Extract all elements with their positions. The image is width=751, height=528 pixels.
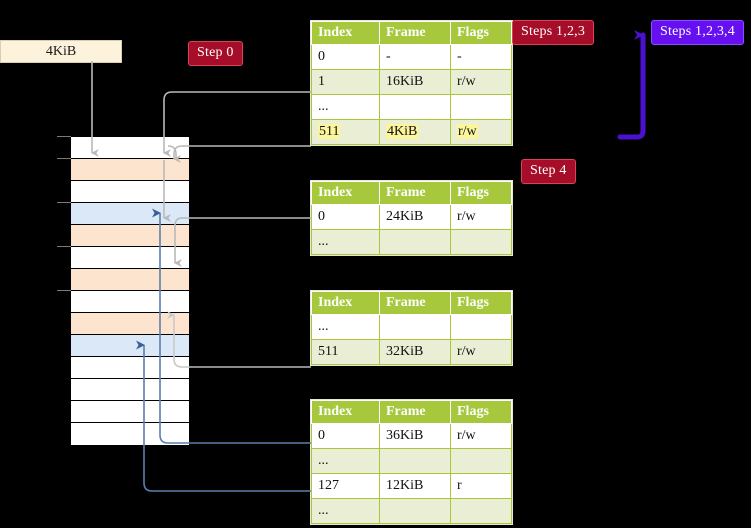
cell-flags — [450, 229, 512, 255]
cell-flags: r/w — [450, 69, 512, 95]
cell-index: ... — [311, 94, 380, 120]
memory-row — [71, 181, 189, 203]
cell-index: 1 — [311, 69, 380, 95]
cell-flags: r/w — [450, 204, 512, 230]
cell-frame: 24KiB — [379, 204, 451, 230]
memory-row-tick — [57, 290, 71, 291]
memory-row — [71, 291, 189, 313]
cell-frame: 32KiB — [379, 339, 451, 365]
cell-flags — [450, 448, 512, 474]
cell-index: ... — [311, 314, 380, 340]
memory-row — [71, 247, 189, 269]
cell-flags: r/w — [450, 339, 512, 365]
highlighted-value: 511 — [318, 124, 341, 139]
cell-index: 511 — [311, 119, 380, 145]
cell-flags: r/w — [450, 423, 512, 449]
column-header-frame: Frame — [379, 181, 451, 205]
cell-index: 0 — [311, 204, 380, 230]
badge-steps-123: Steps 1,2,3 — [512, 20, 595, 45]
cell-frame — [379, 448, 451, 474]
cell-index: 511 — [311, 339, 380, 365]
cell-frame: 16KiB — [379, 69, 451, 95]
cell-frame — [379, 229, 451, 255]
column-header-flags: Flags — [450, 400, 512, 424]
highlighted-value: r/w — [457, 124, 478, 139]
memory-row — [71, 313, 189, 335]
cell-index: 127 — [311, 473, 380, 499]
cell-flags: r/w — [450, 119, 512, 145]
cell-index: 0 — [311, 44, 380, 70]
table-row[interactable]: ... — [311, 448, 512, 474]
column-header-index: Index — [311, 291, 380, 315]
cell-flags — [450, 498, 512, 524]
memory-row — [71, 269, 189, 291]
cell-index: ... — [311, 448, 380, 474]
size-label-text: 4KiB — [45, 43, 77, 59]
cell-index: ... — [311, 229, 380, 255]
table-row[interactable]: ... — [311, 498, 512, 524]
table-row[interactable]: ... — [311, 94, 512, 120]
column-header-index: Index — [311, 21, 380, 45]
column-header-flags: Flags — [450, 291, 512, 315]
table-row[interactable]: 511 4KiB r/w — [311, 119, 512, 145]
cell-frame: 36KiB — [379, 423, 451, 449]
memory-row — [71, 335, 189, 357]
physical-memory-column — [70, 136, 190, 445]
violet-bracket-arrow — [617, 30, 646, 140]
column-header-index: Index — [311, 181, 380, 205]
column-header-frame: Frame — [379, 21, 451, 45]
memory-row — [71, 137, 189, 159]
memory-row — [71, 423, 189, 445]
memory-row-tick — [57, 246, 71, 247]
cell-flags — [450, 314, 512, 340]
cell-flags: - — [450, 44, 512, 70]
cell-frame — [379, 314, 451, 340]
memory-row-tick — [57, 158, 71, 159]
memory-row-tick — [57, 202, 71, 203]
cell-index: 0 — [311, 423, 380, 449]
badge-steps-1234: Steps 1,2,3,4 — [651, 20, 744, 45]
column-header-frame: Frame — [379, 400, 451, 424]
memory-row — [71, 225, 189, 247]
memory-row — [71, 203, 189, 225]
column-header-flags: Flags — [450, 181, 512, 205]
badge-step-4: Step 4 — [521, 159, 576, 184]
table-row[interactable]: 0-- — [311, 44, 512, 70]
memory-row — [71, 357, 189, 379]
memory-row — [71, 159, 189, 181]
column-header-frame: Frame — [379, 291, 451, 315]
table-row[interactable]: ... — [311, 229, 512, 255]
size-label-box: 4KiB — [0, 40, 122, 63]
memory-row-tick — [57, 136, 71, 137]
column-header-index: Index — [311, 400, 380, 424]
highlighted-value: 4KiB — [386, 124, 419, 139]
cell-flags — [450, 94, 512, 120]
column-header-flags: Flags — [450, 21, 512, 45]
cell-frame — [379, 94, 451, 120]
cell-index: ... — [311, 498, 380, 524]
memory-row — [71, 401, 189, 423]
cell-frame — [379, 498, 451, 524]
cell-flags: r — [450, 473, 512, 499]
cell-frame: 12KiB — [379, 473, 451, 499]
cell-frame: 4KiB — [379, 119, 451, 145]
cell-frame: - — [379, 44, 451, 70]
table-row[interactable]: ... — [311, 314, 512, 340]
badge-step-0: Step 0 — [188, 41, 243, 66]
memory-row — [71, 379, 189, 401]
